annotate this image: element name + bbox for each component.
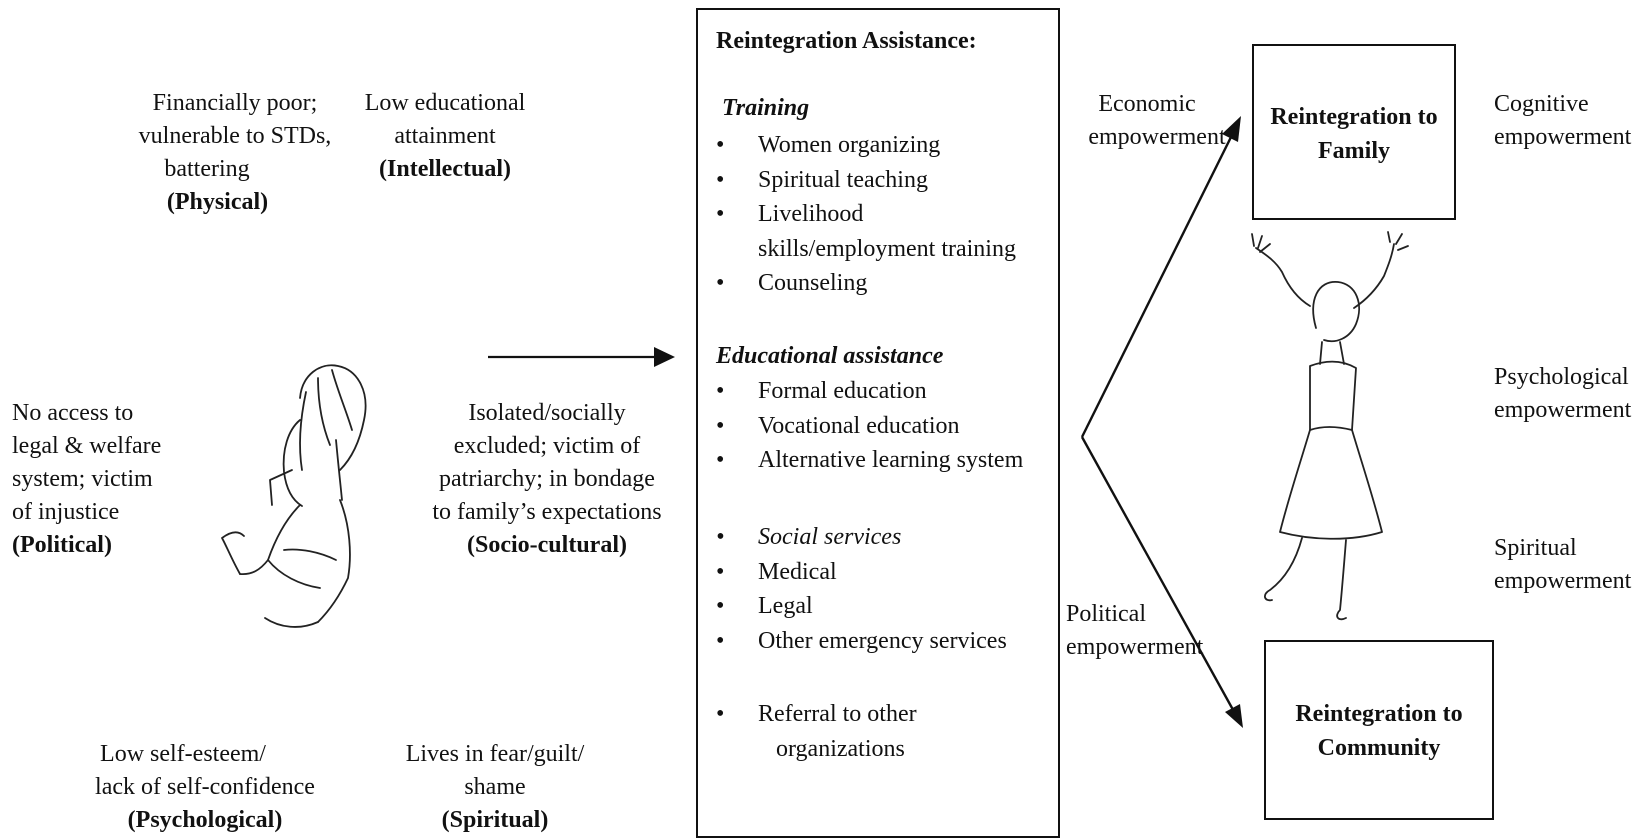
political-line-2: legal & welfare <box>12 433 162 459</box>
educational-heading: Educational assistance <box>716 343 944 369</box>
economic-line-1: Economic <box>1098 91 1196 117</box>
physical-line-3: battering <box>164 156 250 182</box>
family-box <box>1252 44 1456 220</box>
psychological-label: Low self-esteem/ lack of self-confidence… <box>82 738 328 837</box>
referral-line-1: Referral to other <box>758 701 917 727</box>
list-item: Other emergency services <box>714 624 1007 659</box>
community-title: Reintegration to Community <box>1264 697 1494 765</box>
intellectual-line-1: Low educational <box>364 90 526 116</box>
political-empowerment-label: Political empowerment <box>1066 598 1203 664</box>
sociocultural-line-3: patriarchy; in bondage <box>439 466 655 492</box>
training-list: Women organizing Spiritual teaching Live… <box>714 128 1016 301</box>
psychological-line-1: Low self-esteem/ <box>100 741 266 767</box>
intellectual-label: Low educational attainment (Intellectual… <box>360 87 530 186</box>
list-item-continuation: skills/employment training <box>758 235 1016 262</box>
referral-line-2: organizations <box>776 735 905 762</box>
social-services-heading: Social services <box>714 520 1007 555</box>
community-box <box>1264 640 1494 820</box>
sociocultural-category: (Socio-cultural) <box>467 532 627 558</box>
list-item: Vocational education <box>714 409 1023 444</box>
political-emp-line-2: empowerment <box>1066 634 1204 660</box>
family-line-2: Family <box>1318 138 1390 164</box>
spiritual-category: (Spiritual) <box>441 807 549 833</box>
spiritual-line-2: shame <box>464 774 526 800</box>
community-arrow <box>1080 436 1243 728</box>
political-label: No access to legal & welfare system; vic… <box>12 397 161 562</box>
psych-emp-line-1: Psychological <box>1494 364 1629 390</box>
spiritual-emp-line-1: Spiritual <box>1494 535 1577 561</box>
physical-line-2: vulnerable to STDs, <box>138 123 332 149</box>
list-item: Formal education <box>714 374 1023 409</box>
family-arrow <box>1080 116 1241 438</box>
political-line-1: No access to <box>12 400 134 426</box>
list-item: Spiritual teaching <box>714 163 1016 198</box>
community-line-2: Community <box>1317 735 1441 761</box>
psych-emp-line-2: empowerment <box>1494 397 1632 423</box>
physical-label: Financially poor; vulnerable to STDs, ba… <box>130 87 340 219</box>
list-item: Legal <box>714 589 1007 624</box>
cognitive-line-2: empowerment <box>1494 124 1632 150</box>
economic-empowerment-label: Economic empowerment <box>1082 88 1232 154</box>
political-line-3: system; victim <box>12 466 153 492</box>
assistance-title: Reintegration Assistance: <box>716 28 977 54</box>
political-emp-line-1: Political <box>1066 601 1146 627</box>
sociocultural-line-4: to family’s expectations <box>432 499 662 525</box>
educational-list: Formal education Vocational education Al… <box>714 374 1023 478</box>
list-item: Counseling <box>714 266 1016 301</box>
list-item: Livelihood <box>714 197 1016 232</box>
assistance-box <box>696 8 1060 838</box>
list-item: Alternative learning system <box>714 443 1023 478</box>
intellectual-line-2: attainment <box>394 123 496 149</box>
psychological-line-2: lack of self-confidence <box>95 774 315 800</box>
cognitive-line-1: Cognitive <box>1494 91 1589 117</box>
family-line-1: Reintegration to <box>1270 104 1438 130</box>
sociocultural-line-2: excluded; victim of <box>453 433 641 459</box>
intellectual-category: (Intellectual) <box>379 156 511 182</box>
to-assistance-arrow <box>488 347 675 367</box>
kneeling-woman-illustration <box>221 364 367 628</box>
political-line-4: of injustice <box>12 499 120 525</box>
spiritual-line-1: Lives in fear/guilt/ <box>405 741 585 767</box>
family-title: Reintegration to Family <box>1252 100 1456 168</box>
training-heading: Training <box>722 95 810 121</box>
physical-line-1: Financially poor; <box>152 90 318 116</box>
referral-list: Referral to other organizations <box>714 697 917 766</box>
spiritual-empowerment-label: Spiritual empowerment <box>1494 532 1631 598</box>
social-list: Social services Medical Legal Other emer… <box>714 520 1007 658</box>
spiritual-emp-line-2: empowerment <box>1494 568 1632 594</box>
community-line-1: Reintegration to <box>1295 701 1463 727</box>
psychological-category: (Psychological) <box>127 807 283 833</box>
physical-category: (Physical) <box>166 189 269 215</box>
psychological-empowerment-label: Psychological empowerment <box>1494 361 1631 427</box>
list-item: Women organizing <box>714 128 1016 163</box>
jumping-woman-illustration <box>1251 231 1409 621</box>
referral-item: Referral to other organizations <box>714 697 917 766</box>
cognitive-empowerment-label: Cognitive empowerment <box>1494 88 1631 154</box>
spiritual-label: Lives in fear/guilt/ shame (Spiritual) <box>395 738 595 837</box>
list-item: Medical <box>714 555 1007 590</box>
sociocultural-line-1: Isolated/socially <box>468 400 626 426</box>
political-category: (Political) <box>12 532 112 558</box>
economic-line-2: empowerment <box>1088 124 1226 150</box>
sociocultural-label: Isolated/socially excluded; victim of pa… <box>417 397 677 562</box>
